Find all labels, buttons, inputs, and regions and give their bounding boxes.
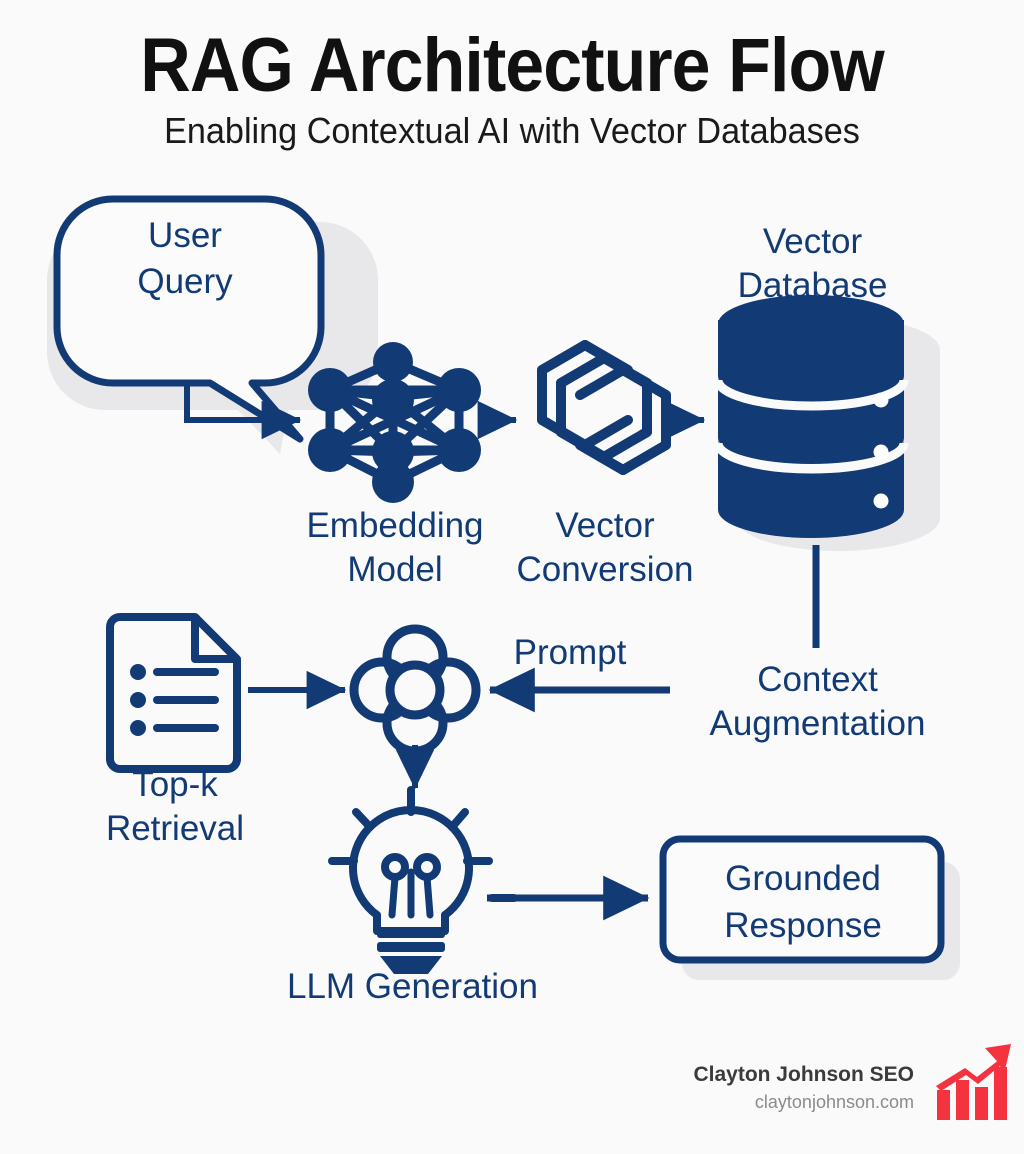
neural-network-icon <box>308 342 481 503</box>
top-k-retrieval-label: Top-k Retrieval <box>105 765 245 848</box>
vector-conversion-label: Vector Conversion <box>516 506 694 589</box>
document-list-icon <box>106 613 241 773</box>
user-query-label: User Query <box>137 216 233 301</box>
page-title: RAG Architecture Flow <box>140 23 884 108</box>
page-subtitle: Enabling Contextual AI with Vector Datab… <box>164 110 860 151</box>
connector-database-to-merge <box>488 545 820 713</box>
footer-brand-url: claytonjohnson.com <box>754 1092 914 1112</box>
llm-generation-label: LLM Generation <box>287 967 538 1006</box>
vector-database-label: Vector Database <box>737 222 888 305</box>
grounded-response-box[interactable] <box>659 835 945 964</box>
prompt-label: Prompt <box>513 633 627 672</box>
hexagon-knot-icon <box>537 340 671 475</box>
database-cylinder-icon <box>713 295 909 538</box>
footer-brand-name: Clayton Johnson SEO <box>693 1063 914 1086</box>
connector-query-to-embedding <box>184 383 302 440</box>
lightbulb-icon <box>328 786 518 974</box>
clover-merge-icon <box>349 624 481 756</box>
grounded-response-label: Grounded Response <box>724 859 882 945</box>
embedding-model-label: Embedding Model <box>306 506 484 589</box>
context-augmentation-label: Context Augmentation <box>709 660 926 743</box>
growth-bar-chart-icon <box>936 1044 1011 1120</box>
